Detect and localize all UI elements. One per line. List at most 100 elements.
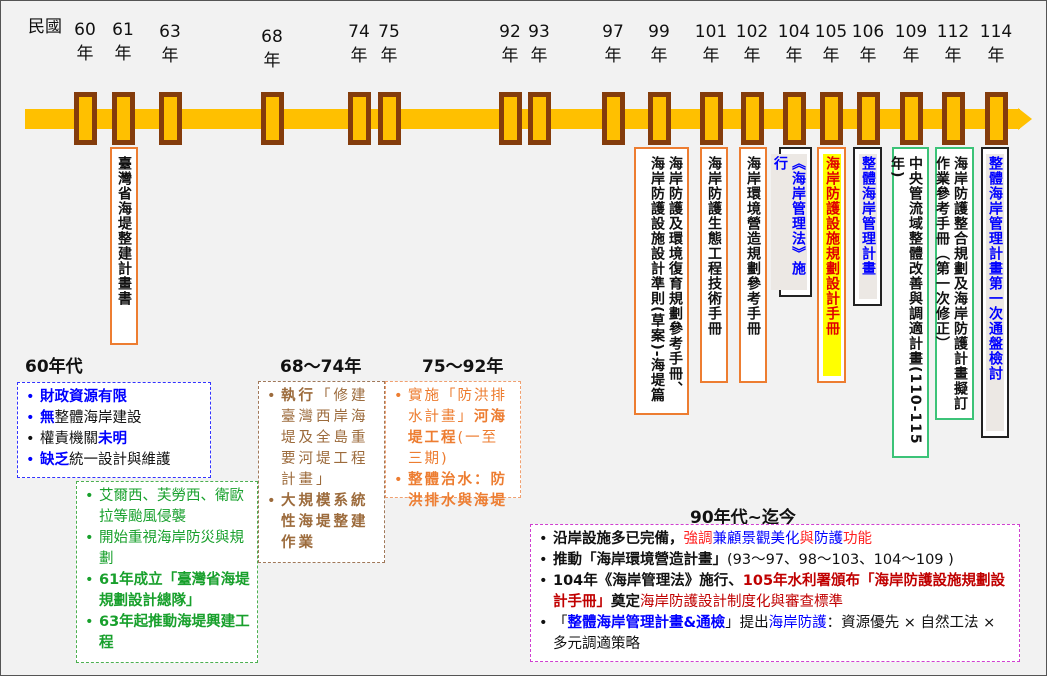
- year-label: 106 年: [851, 22, 885, 66]
- text-segment: 奠定: [611, 594, 640, 610]
- arrow-head-icon: [1018, 108, 1032, 130]
- event-text: 海岸防護設施設計準則(草案)-海堤篇: [649, 156, 665, 403]
- period-item: 財政資源有限: [24, 387, 204, 408]
- text-segment: 海岸防護設計制度化與審查標準: [640, 594, 843, 610]
- text-segment: 61年成立「臺灣省海堤規劃設計總隊」: [99, 572, 250, 609]
- event-text: 臺灣省海堤整建計畫書: [116, 156, 132, 306]
- text-segment: 權責機關: [40, 431, 98, 447]
- text-segment: 河海堤工程: [408, 409, 507, 446]
- text-segment: 整體海岸管理計畫&通檢: [567, 615, 726, 631]
- text-segment: 大規模系統性海堤整建作業: [281, 493, 369, 551]
- period-item: 大規模系統性海堤整建作業: [265, 491, 378, 554]
- year-marker: [159, 92, 182, 145]
- period-item: 整體治水：防洪排水與海堤: [392, 470, 514, 512]
- text-segment: 63年起推動海堤興建工程: [99, 614, 250, 651]
- period-item: 推動「海岸環境營造計畫」(93～97、98～103、104～109 ): [537, 550, 1013, 571]
- period-box-p60: 財政資源有限無整體海岸建設權責機關未明缺乏統一設計與維護: [17, 382, 211, 478]
- year-label: 60 年: [74, 20, 96, 64]
- event-text: 海岸防護生態工程技術手冊: [706, 156, 722, 336]
- year-marker: [985, 92, 1008, 145]
- text-segment: 無: [40, 410, 55, 426]
- period-box-p75: 實施「防洪排水計畫」河海堤工程(一至三期)整體治水：防洪排水與海堤: [385, 381, 521, 509]
- event-box-102: 海岸環境營造規劃參考手冊: [739, 147, 767, 383]
- year-marker: [348, 92, 371, 145]
- text-segment: 防護: [814, 531, 843, 547]
- text-segment: (93～97、98～103、104～109 ): [727, 552, 954, 568]
- period-item: 沿岸設施多已完備，強調兼顧景觀美化與防護功能: [537, 529, 1013, 550]
- year-marker: [648, 92, 671, 145]
- year-label: 105 年: [814, 22, 848, 66]
- text-segment: 執行: [281, 388, 316, 404]
- year-marker: [900, 92, 923, 145]
- year-label: 104 年: [777, 22, 811, 66]
- event-text: 整體海岸管理計畫: [859, 154, 877, 299]
- period-title: 68～74年: [280, 357, 362, 377]
- year-marker: [261, 92, 284, 145]
- year-label: 75 年: [378, 22, 400, 66]
- text-segment: 105年水利署頒布「海岸防護設施規劃設計手冊」: [553, 573, 1006, 610]
- text-segment: 推動「海岸環境營造計畫」: [553, 552, 727, 568]
- year-label: 68 年: [261, 27, 283, 71]
- text-segment: 海岸防護: [768, 615, 827, 631]
- text-segment: ：資源優先 × 自然工法 × 多元調適策略: [553, 615, 996, 652]
- text-segment: 整體海岸建設: [54, 410, 142, 426]
- text-segment: 」提出: [725, 615, 769, 631]
- text-segment: (一至三期): [408, 430, 499, 467]
- year-label: 101 年: [694, 22, 728, 66]
- period-box-p90: 沿岸設施多已完備，強調兼顧景觀美化與防護功能推動「海岸環境營造計畫」(93～97…: [530, 524, 1020, 662]
- event-text: 整體海岸管理計畫第一次通盤檢討: [986, 154, 1004, 431]
- period-item: 權責機關未明: [24, 429, 204, 450]
- year-marker: [499, 92, 522, 145]
- text-segment: 統一設計與維護: [69, 452, 171, 468]
- year-label: 民國: [28, 17, 62, 37]
- year-marker: [820, 92, 843, 145]
- event-box-109: 中央管流域整體改善與調適計畫(110-115年): [889, 147, 929, 458]
- period-item: 63年起推動海堤興建工程: [83, 612, 251, 654]
- event-text: 《海岸管理法》施行: [771, 154, 807, 290]
- year-label: 102 年: [735, 22, 769, 66]
- text-segment: 未明: [98, 431, 127, 447]
- event-text: 海岸環境營造規劃參考手冊: [745, 156, 761, 336]
- year-label: 99 年: [648, 22, 670, 66]
- year-marker: [700, 92, 723, 145]
- text-segment: 缺乏: [40, 452, 69, 468]
- event-text: 海岸防護設施規劃設計手冊: [823, 154, 841, 376]
- year-label: 109 年: [894, 22, 928, 66]
- year-marker: [528, 92, 551, 145]
- year-marker: [112, 92, 135, 145]
- year-label: 97 年: [602, 22, 624, 66]
- year-marker: [74, 92, 97, 145]
- text-segment: 「: [553, 615, 568, 631]
- event-box-106: 整體海岸管理計畫: [853, 147, 882, 306]
- text-segment: 強調: [683, 531, 713, 547]
- year-label: 112 年: [936, 22, 970, 66]
- year-marker: [378, 92, 401, 145]
- text-segment: 實施「防洪排水計畫」: [408, 388, 507, 425]
- period-title: 60年代: [25, 357, 83, 377]
- text-segment: 與: [799, 531, 815, 547]
- period-item: 104年《海岸管理法》施行、105年水利署頒布「海岸防護設施規劃設計手冊」奠定海…: [537, 571, 1013, 613]
- year-label: 63 年: [159, 22, 181, 66]
- period-title: 75～92年: [422, 357, 504, 377]
- event-box-112: 海岸防護整合規劃及海岸防護計畫擬訂作業參考手冊（第一次修正）: [934, 147, 974, 420]
- event-box-114: 整體海岸管理計畫第一次通盤檢討: [981, 147, 1009, 438]
- text-segment: 104年《海岸管理法》施行、: [553, 573, 743, 589]
- year-marker: [942, 92, 965, 145]
- year-label: 92 年: [499, 22, 521, 66]
- period-item: 開始重視海岸防災與規劃: [83, 528, 251, 570]
- period-item: 「整體海岸管理計畫&通檢」提出海岸防護：資源優先 × 自然工法 × 多元調適策略: [537, 613, 1013, 655]
- event-box-99: 海岸防護及環境復育規劃參考手冊、海岸防護設施設計準則(草案)-海堤篇: [634, 147, 689, 415]
- event-text: 中央管流域整體改善與調適計畫(110-115年): [889, 156, 923, 445]
- period-item: 艾爾西、芙勞西、衛歐拉等颱風侵襲: [83, 486, 251, 528]
- year-label: 61 年: [112, 20, 134, 64]
- period-item: 無整體海岸建設: [24, 408, 204, 429]
- text-segment: 整體治水：防洪排水與海堤: [408, 472, 507, 509]
- period-item: 61年成立「臺灣省海堤規劃設計總隊」: [83, 570, 251, 612]
- year-label: 114 年: [979, 22, 1013, 66]
- period-item: 實施「防洪排水計畫」河海堤工程(一至三期): [392, 386, 514, 470]
- event-text: 海岸防護整合規劃及海岸防護計畫擬訂: [952, 156, 968, 411]
- period-item: 執行「修建臺灣西岸海堤及全島重要河堤工程計畫」: [265, 386, 378, 491]
- year-label: 74 年: [348, 22, 370, 66]
- event-box-105: 海岸防護設施規劃設計手冊: [817, 147, 846, 383]
- year-label: 93 年: [528, 22, 550, 66]
